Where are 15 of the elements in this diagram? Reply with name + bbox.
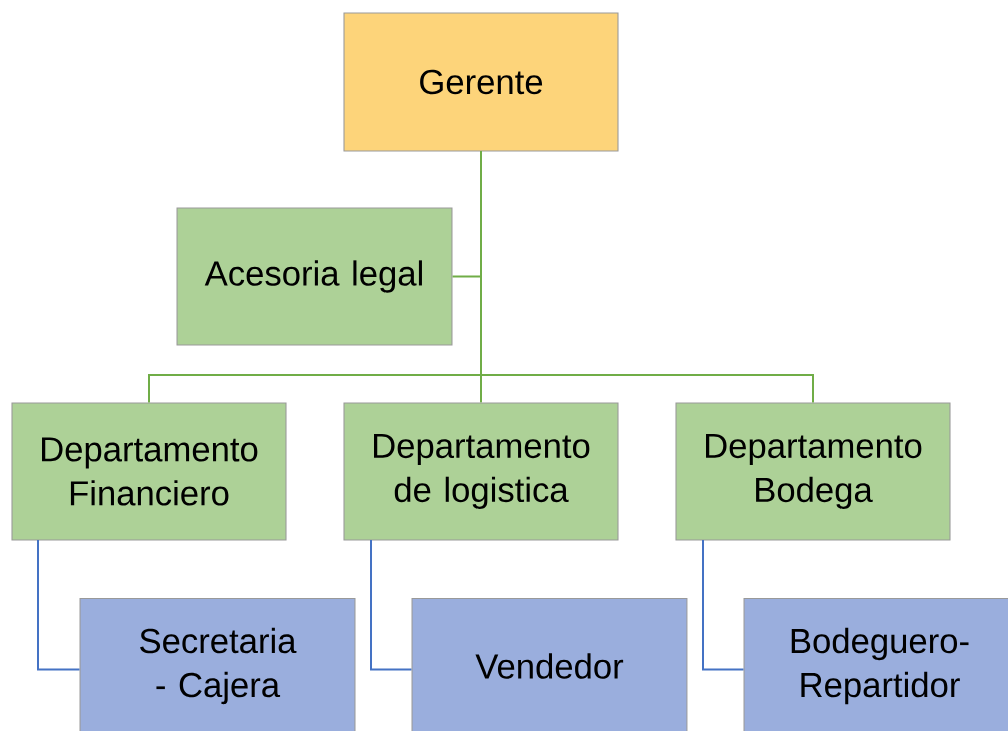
connector-line xyxy=(370,539,413,671)
org-box: Departamento Financiero xyxy=(11,402,287,541)
connector-line xyxy=(702,539,745,671)
org-box: Departamento de logistica xyxy=(343,402,619,541)
org-box xyxy=(743,598,1008,731)
node-label: Vendedor xyxy=(475,653,624,679)
node-label: Secretaria - Cajera xyxy=(140,627,297,705)
org-box: Departamento Bodega xyxy=(675,402,951,541)
connector-line xyxy=(480,150,814,404)
org-box: Gerente xyxy=(343,12,619,152)
org-box xyxy=(79,598,356,731)
org-box: Acesoria legal xyxy=(176,207,453,346)
connector-line xyxy=(37,539,81,671)
node-label: Bodeguero-Repartidor xyxy=(791,627,969,705)
org-box xyxy=(411,598,688,731)
